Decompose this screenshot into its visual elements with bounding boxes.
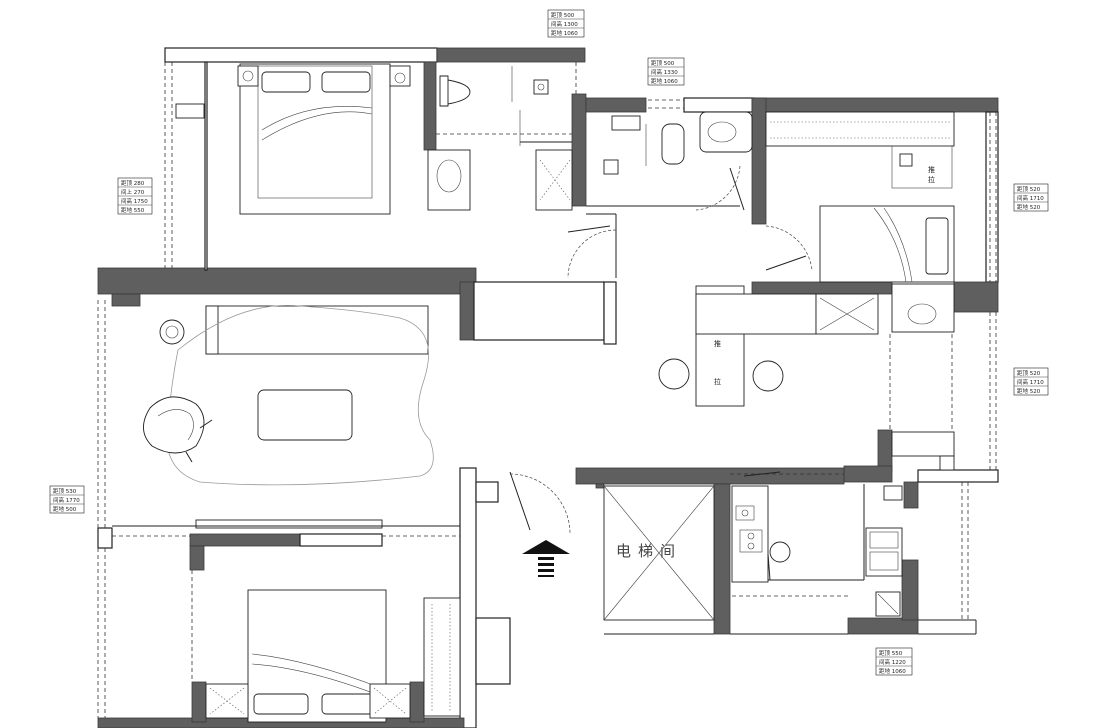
lower-nightstand-right: [369, 683, 411, 719]
lower-bedroom: [191, 570, 461, 723]
svg-text:间高 1330: 间高 1330: [651, 68, 678, 76]
elevator-label: 电梯间: [616, 542, 682, 560]
right-pillow: [925, 217, 949, 275]
cook-figure: [769, 541, 791, 563]
second-basin: [699, 111, 753, 153]
tv-console: [195, 519, 383, 529]
svg-text:间高 1300: 间高 1300: [551, 20, 578, 28]
second-toilet: [661, 123, 685, 165]
pillow-left: [261, 71, 311, 93]
wardrobe-b-top: 推: [714, 339, 721, 348]
nightstand-left: [237, 65, 259, 87]
coffee-table: [257, 389, 353, 441]
living-room: [112, 304, 460, 537]
svg-text:间高 1750: 间高 1750: [121, 197, 148, 205]
svg-text:距地 550: 距地 550: [121, 206, 145, 214]
svg-text:距地 1060: 距地 1060: [551, 29, 578, 37]
svg-text:距地 500: 距地 500: [53, 505, 77, 513]
lounge-chair: [143, 396, 205, 454]
svg-text:间高 1220: 间高 1220: [879, 658, 906, 666]
entrance-arrow-icon: [522, 540, 570, 577]
toilet: [439, 75, 471, 107]
svg-text:距顶 280: 距顶 280: [121, 180, 145, 187]
svg-text:距顶 500: 距顶 500: [651, 60, 675, 67]
master-bedroom: [175, 63, 411, 215]
svg-text:间高 1710: 间高 1710: [1017, 378, 1044, 386]
lower-pillow-right: [321, 693, 377, 715]
annotation-right-bed: 距顶 520 间高 1710 距地 520: [1013, 183, 1049, 212]
right-nightstand: [899, 153, 913, 167]
svg-text:距地 1060: 距地 1060: [879, 667, 906, 675]
kitchen: [730, 473, 903, 617]
pillow-right: [321, 71, 371, 93]
stool-left: [658, 358, 690, 390]
svg-text:距地 520: 距地 520: [1017, 387, 1041, 395]
svg-text:距顶 520: 距顶 520: [1017, 370, 1041, 377]
wall-shelf: [175, 103, 205, 119]
kitchen-counter-left: [731, 485, 769, 583]
svg-text:距顶 530: 距顶 530: [53, 488, 77, 495]
master-bathroom: [427, 66, 573, 211]
svg-text:距顶 520: 距顶 520: [1017, 186, 1041, 193]
wardrobe-a-bottom: 拉: [928, 175, 935, 184]
annotation-right-dining: 距顶 520 间高 1710 距地 520: [1013, 367, 1049, 396]
annotation-top: 距顶 500 间高 1300 距地 1060: [547, 9, 585, 38]
svg-text:间高 1710: 间高 1710: [1017, 194, 1044, 202]
svg-text:距顶 500: 距顶 500: [551, 12, 575, 19]
annotation-kitchen: 距顶 550 间高 1220 距地 1060: [875, 647, 913, 676]
annotation-left-living: 距顶 530 间高 1770 距地 500: [49, 485, 85, 514]
doors: [509, 165, 813, 535]
dining-area: 推 拉: [658, 283, 955, 471]
second-bathroom: [586, 111, 753, 278]
right-bedroom: 推 拉: [765, 111, 955, 283]
sofa: [205, 305, 429, 355]
elevator-lobby: 电梯间: [603, 485, 977, 635]
right-basin: [891, 283, 955, 333]
bath-cabinet: [535, 149, 573, 211]
right-wardrobe: [765, 111, 955, 147]
annotation-bath: 距顶 500 间高 1330 距地 1060: [647, 57, 685, 86]
svg-text:间高 1770: 间高 1770: [53, 496, 80, 504]
wardrobe-b-bottom: 拉: [714, 377, 721, 386]
side-table: [159, 319, 185, 345]
lower-wardrobe: [423, 597, 461, 717]
stool-right: [752, 360, 784, 392]
wardrobe-a-top: 推: [928, 165, 935, 174]
svg-text:距顶 550: 距顶 550: [879, 650, 903, 657]
svg-text:距地 520: 距地 520: [1017, 203, 1041, 211]
svg-text:间上 270: 间上 270: [121, 188, 145, 196]
structural-walls: [97, 47, 999, 728]
lower-pillow-left: [253, 693, 309, 715]
nightstand-right: [389, 65, 411, 87]
svg-text:距地 1060: 距地 1060: [651, 77, 678, 85]
annotation-master: 距顶 280 间上 270 间高 1750 距地 550: [117, 177, 153, 215]
windows: [97, 62, 997, 718]
shower-drain: [533, 79, 549, 95]
bath-basin: [427, 149, 471, 211]
